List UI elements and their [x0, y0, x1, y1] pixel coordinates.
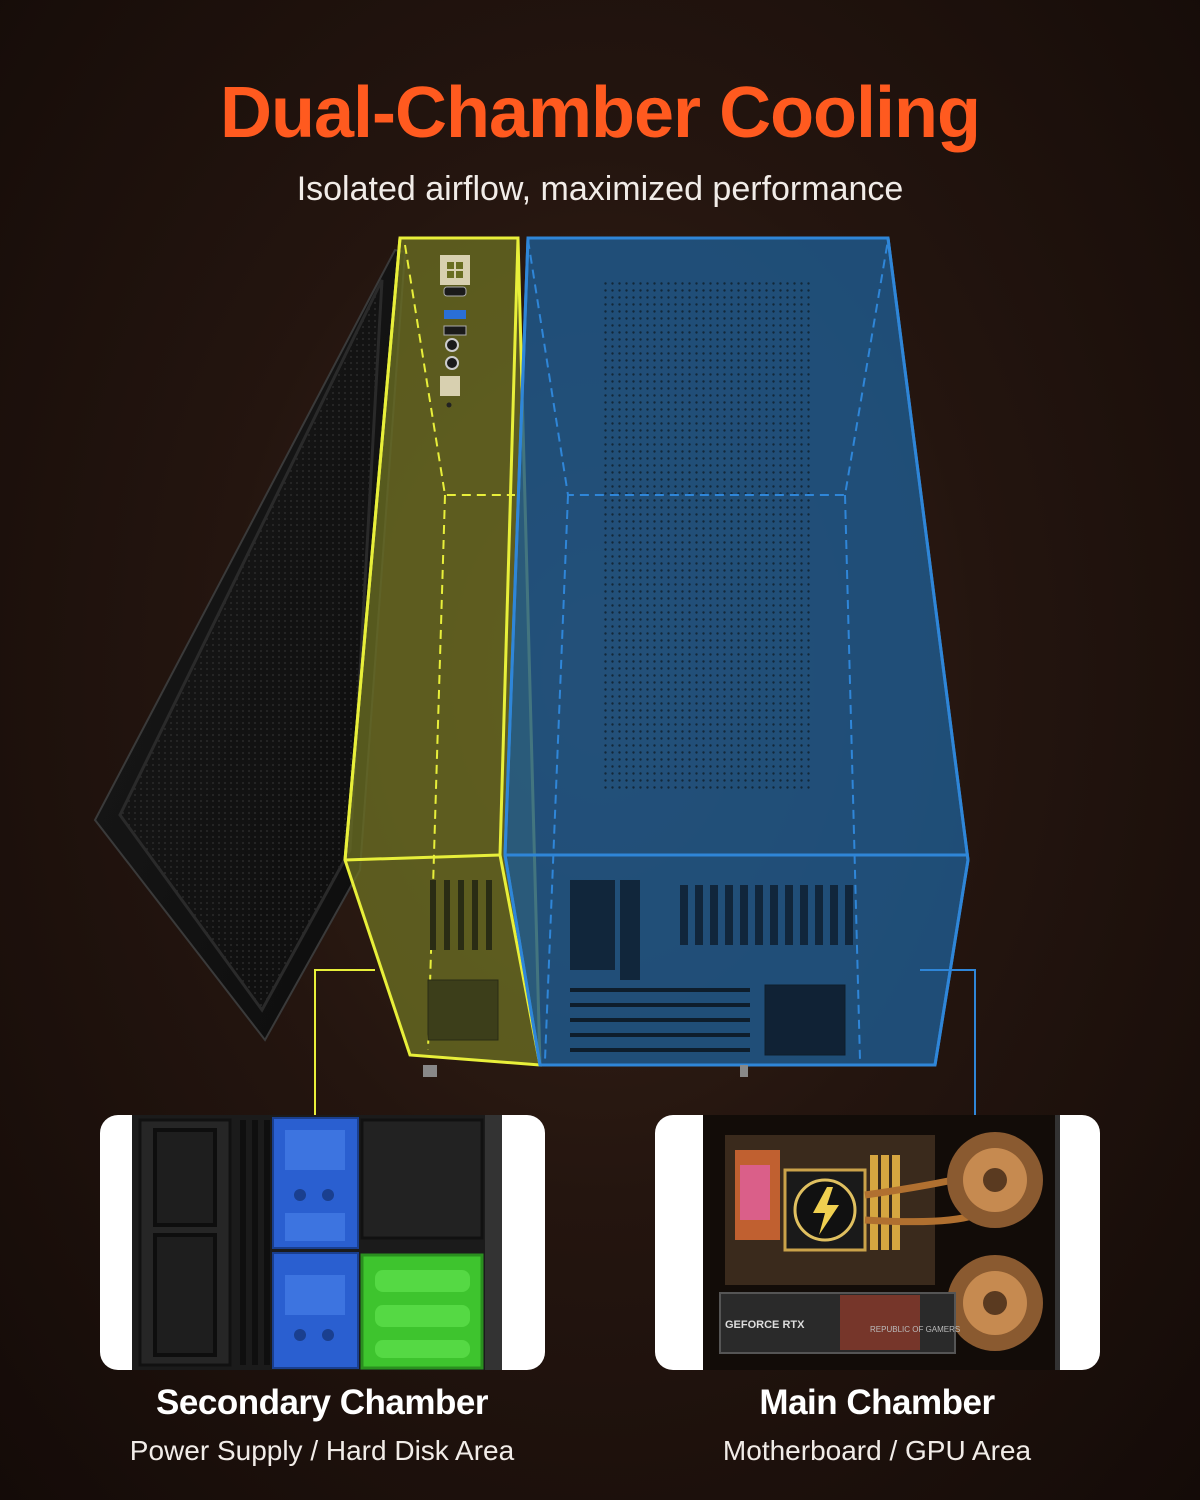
page-subtitle: Isolated airflow, maximized performance [296, 170, 904, 208]
main-chamber-card: GEFORCE RTX REPUBLIC OF GAMERS [655, 1115, 1100, 1370]
secondary-chamber-card [100, 1115, 545, 1370]
secondary-chamber-title: Secondary Chamber [156, 1383, 488, 1422]
gpu-series-label: REPUBLIC OF GAMERS [870, 1325, 960, 1334]
main-chamber-box [503, 236, 970, 1077]
main-connector-line [920, 969, 976, 1115]
main-chamber-description: Motherboard / GPU Area [722, 1435, 1032, 1466]
secondary-chamber-description: Power Supply / Hard Disk Area [129, 1435, 515, 1466]
page-title: Dual-Chamber Cooling [219, 73, 981, 153]
gpu-brand-label: GEFORCE RTX [725, 1319, 805, 1331]
side-panel [93, 248, 407, 1042]
secondary-chamber-box [343, 236, 542, 1077]
secondary-connector-line [314, 969, 375, 1115]
main-chamber-title: Main Chamber [759, 1383, 995, 1422]
lightning-bolt-icon [813, 1187, 839, 1235]
